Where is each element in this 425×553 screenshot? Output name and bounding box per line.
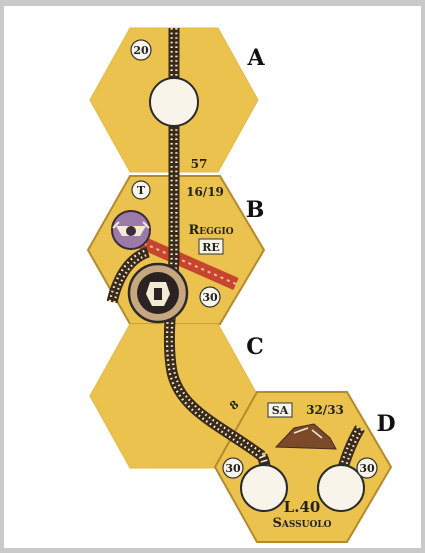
hex-b-symbol-circle (131, 180, 151, 200)
row-label-a: A (246, 45, 265, 71)
hex-d-revenue-right: 30 (359, 462, 375, 475)
hex-d-revenue-left-circle (222, 457, 244, 479)
hex-b-revenue-pair: 16/19 (186, 185, 224, 199)
row-label-d: D (376, 411, 395, 437)
hex-b-city-name: Reggio (188, 223, 233, 238)
hex-d-city-name: Sassuolo (272, 516, 331, 531)
hex-b-city-code: RE (202, 241, 220, 254)
hex-a-revenue-top: 20 (133, 44, 149, 57)
hex-d-line-code: L.40 (284, 498, 321, 516)
hex-d-revenue-left: 30 (225, 462, 241, 475)
row-label-b: B (246, 197, 265, 223)
hex-d-city-right[interactable] (317, 464, 365, 512)
hex-d-city-code: SA (272, 404, 289, 417)
hex-d-revenue-pair: 32/33 (306, 403, 344, 417)
hex-d-city-code-box (267, 402, 293, 418)
hex-d-city-left[interactable] (240, 464, 288, 512)
locomotive-icon[interactable] (111, 210, 151, 250)
hex-a-revenue-bottom: 57 (191, 157, 208, 171)
hex-d-revenue-right-circle (356, 457, 378, 479)
company-crest-icon[interactable] (127, 262, 189, 324)
hex-a-city[interactable] (149, 77, 199, 127)
hex-b-symbol: T (137, 184, 146, 197)
hex-a-revenue-top-circle (130, 39, 152, 61)
mountain-icon (274, 423, 337, 450)
hex-b-revenue-right: 30 (202, 291, 218, 304)
hex-b-city-code-box (198, 238, 224, 255)
hex-b-side-track (106, 246, 151, 304)
hex-b-revenue-right-circle (199, 286, 221, 308)
row-label-c: C (246, 334, 264, 360)
